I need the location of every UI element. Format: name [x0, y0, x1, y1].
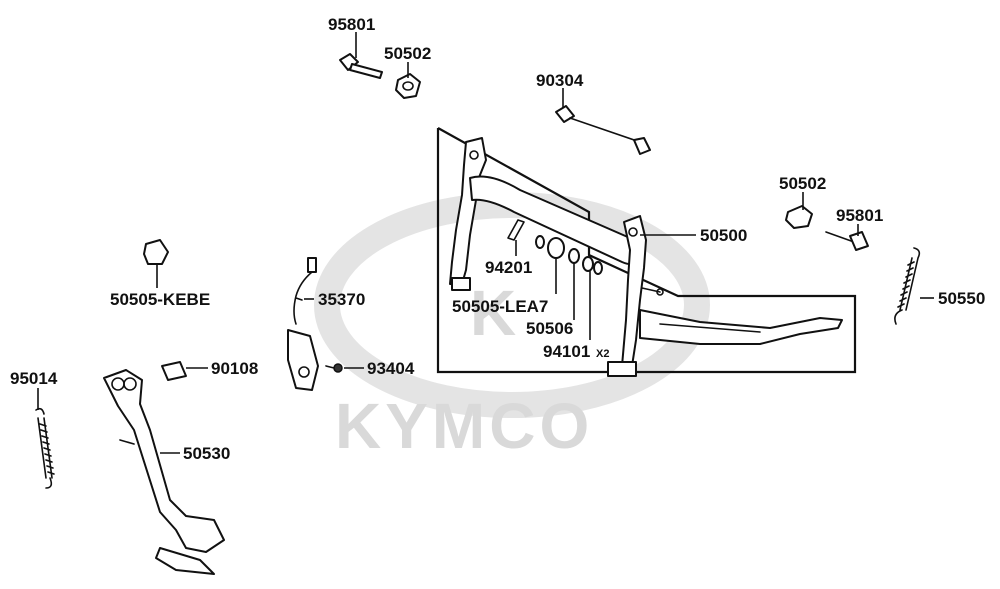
bolt-95801-right [825, 231, 869, 251]
label-50506: 50506 [526, 319, 573, 338]
main-stand-part [449, 137, 843, 377]
label-90304: 90304 [536, 71, 584, 90]
nut-50502-right [785, 205, 813, 229]
watermark-logo-letter: K [470, 277, 520, 349]
label-90108: 90108 [211, 359, 258, 378]
label-94101: 94101 [543, 342, 590, 361]
label-50502-top: 50502 [384, 44, 431, 63]
spring-95014 [35, 407, 55, 489]
switch-35370 [287, 257, 319, 391]
label-50530: 50530 [183, 444, 230, 463]
screw-93404 [325, 363, 343, 373]
label-50500: 50500 [700, 226, 747, 245]
label-95801-right: 95801 [836, 206, 883, 225]
label-50505-lea7: 50505-LEA7 [452, 297, 548, 316]
label-94201: 94201 [485, 258, 532, 277]
label-35370: 35370 [318, 290, 365, 309]
clip-50505-kebe [143, 239, 169, 265]
label-95014: 95014 [10, 369, 58, 388]
bushing-50506 [568, 248, 580, 264]
label-50502-right: 50502 [779, 174, 826, 193]
collar-50505-lea7 [547, 237, 565, 259]
bolt-95801-top [339, 53, 383, 79]
bolt-90108 [161, 361, 187, 381]
label-94101-qty: X2 [596, 348, 609, 360]
label-95801-top: 95801 [328, 15, 375, 34]
label-93404: 93404 [367, 359, 415, 378]
side-stand-50530 [103, 369, 225, 575]
spring-50550 [894, 247, 921, 325]
washer-94101 [582, 256, 603, 275]
label-50505-kebe: 50505-KEBE [110, 290, 210, 309]
nut-50502-top [395, 73, 421, 99]
pin-94201 [507, 219, 525, 241]
label-50550: 50550 [938, 289, 985, 308]
bolt-90304 [555, 105, 651, 155]
watermark-brand: KYMCO [335, 390, 593, 462]
washer-part [535, 235, 545, 249]
